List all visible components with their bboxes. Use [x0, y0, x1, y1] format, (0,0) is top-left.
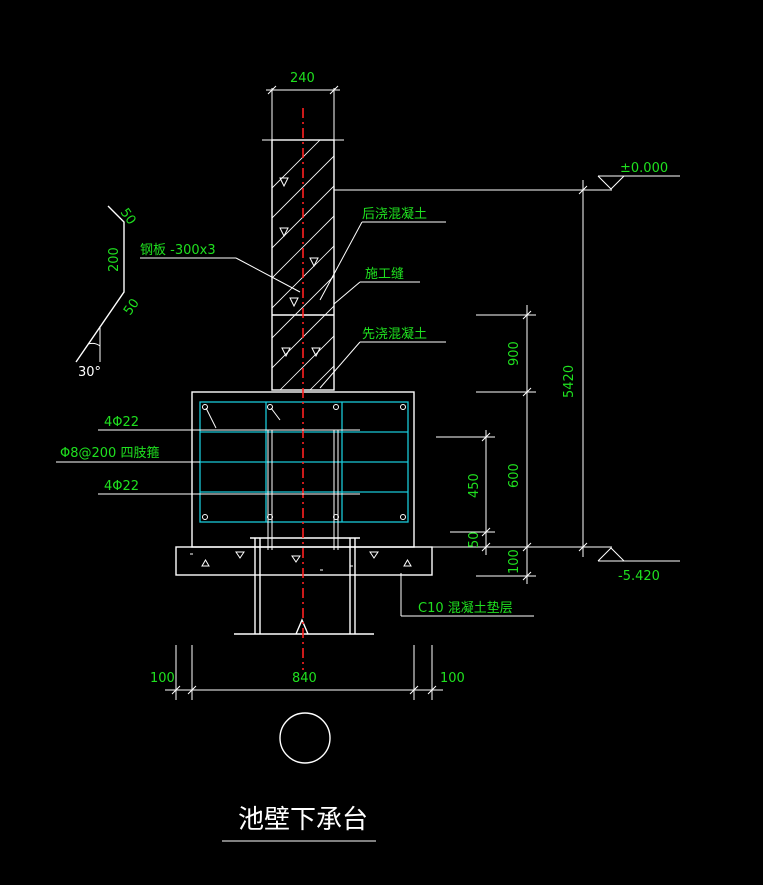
svg-text:钢板 -300x3: 钢板 -300x3: [140, 243, 216, 258]
dim-base: 100 840 100: [150, 645, 465, 700]
dim-900-text: 900: [507, 341, 522, 366]
rebar-dot: [400, 514, 406, 520]
label-post-pour: 后浇混凝土: [319, 206, 446, 301]
dim-left-offset-text: 100: [150, 671, 175, 686]
plate-top-text: 50: [117, 206, 139, 228]
rebar-dot: [202, 514, 208, 520]
dim-450-text: 450: [467, 473, 482, 498]
plate-bottom-text: 50: [121, 296, 143, 318]
dim-600-text: 600: [507, 463, 522, 488]
rebar-dot: [267, 514, 273, 520]
rebar-dot: [202, 404, 208, 410]
dim-total-height-text: 5420: [562, 365, 577, 398]
dim-50-text: 50: [467, 531, 482, 548]
svg-text:施工缝: 施工缝: [365, 267, 404, 282]
label-rebar-bottom: 4Φ22: [98, 479, 360, 495]
dim-vertical: 5420 900 600 100 450 50: [334, 180, 612, 584]
cushion-layer: [175, 546, 433, 576]
rebar-dot: [400, 404, 406, 410]
svg-text:先浇混凝土: 先浇混凝土: [362, 326, 427, 342]
wall-section: [262, 139, 344, 391]
label-rebar-top: 4Φ22: [98, 415, 360, 431]
pile-cap: [191, 391, 415, 550]
label-steel-plate: 钢板 -300x3: [140, 243, 301, 293]
plate-angle-text: 30°: [78, 365, 101, 380]
pile-circle: [279, 712, 331, 764]
svg-text:4Φ22: 4Φ22: [104, 415, 139, 430]
level-top-text: ±0.000: [620, 161, 668, 176]
plate-bend-detail: 50 200 50 30°: [75, 205, 143, 380]
level-bottom-text: -5.420: [618, 569, 660, 584]
rebar-dot: [333, 514, 339, 520]
plate-middle-text: 200: [107, 247, 122, 272]
rebar-dot: [267, 404, 273, 410]
drawing-title-text: 池壁下承台: [238, 805, 368, 835]
dim-100-text: 100: [507, 549, 522, 574]
rebar-dot: [333, 404, 339, 410]
svg-text:Φ8@200 四肢箍: Φ8@200 四肢箍: [60, 445, 159, 461]
svg-text:C10 混凝土垫层: C10 混凝土垫层: [418, 600, 513, 616]
svg-text:后浇混凝土: 后浇混凝土: [362, 206, 427, 222]
dim-right-offset-text: 100: [440, 671, 465, 686]
label-stirrup: Φ8@200 四肢箍: [56, 445, 200, 463]
label-pre-pour: 先浇混凝土: [319, 326, 446, 389]
label-construction-joint: 施工缝: [333, 267, 420, 305]
level-bottom: -5.420: [597, 547, 680, 584]
drawing-title: 池壁下承台: [222, 805, 376, 842]
dim-wall-width-text: 240: [290, 71, 315, 86]
dim-base-width-text: 840: [292, 671, 317, 686]
svg-text:4Φ22: 4Φ22: [104, 479, 139, 494]
pile: [234, 537, 374, 635]
dim-wall-width: 240: [266, 71, 340, 140]
level-top: ±0.000: [597, 161, 680, 190]
label-cushion: C10 混凝土垫层: [400, 573, 534, 617]
